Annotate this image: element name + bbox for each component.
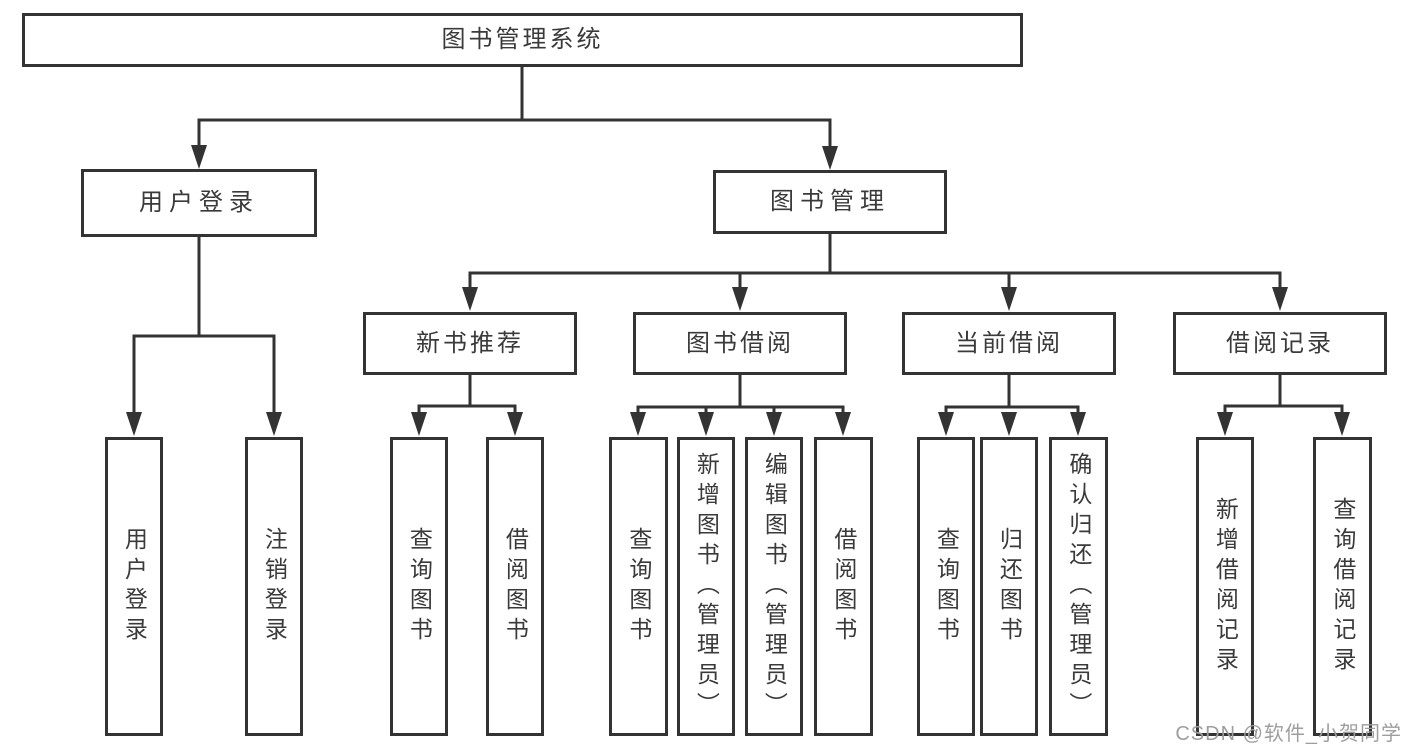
leaf-current-return-books: 归还图书 — [980, 437, 1038, 736]
leaf-borrowing-add-books-admin: 新增图书（管理员） — [677, 437, 735, 736]
leaf-recommend-borrow-books: 借阅图书 — [486, 437, 544, 736]
arrow-down-icon — [630, 412, 646, 436]
leaf-recommend-query-books: 查询图书 — [390, 437, 448, 736]
node-borrow-records: 借阅记录 — [1173, 312, 1387, 375]
node-book-management-branch: 图书管理 — [713, 170, 947, 234]
node-user-login-branch: 用户登录 — [81, 169, 317, 237]
arrow-down-icon — [732, 287, 748, 311]
arrow-down-icon — [1001, 287, 1017, 311]
arrow-down-icon — [266, 412, 282, 436]
arrow-down-icon — [1334, 412, 1350, 436]
arrow-down-icon — [1001, 412, 1017, 436]
leaf-records-add-record: 新增借阅记录 — [1196, 437, 1254, 736]
leaf-borrowing-edit-books-admin: 编辑图书（管理员） — [745, 437, 803, 736]
node-current-borrowing: 当前借阅 — [902, 312, 1116, 375]
arrow-down-icon — [766, 412, 782, 436]
arrowheads-group — [126, 145, 1350, 436]
leaf-borrowing-query-books: 查询图书 — [609, 437, 668, 736]
arrow-down-icon — [698, 412, 714, 436]
arrow-down-icon — [1272, 287, 1288, 311]
arrow-down-icon — [835, 412, 851, 436]
leaf-current-query-books: 查询图书 — [917, 437, 975, 736]
arrow-down-icon — [1070, 412, 1086, 436]
leaf-logout: 注销登录 — [245, 437, 303, 736]
leaf-user-login: 用户登录 — [105, 437, 163, 736]
arrow-down-icon — [507, 412, 523, 436]
node-root-system: 图书管理系统 — [22, 13, 1023, 67]
leaf-records-query-record: 查询借阅记录 — [1313, 437, 1372, 736]
leaf-current-confirm-return-admin: 确认归还（管理员） — [1049, 437, 1108, 736]
arrow-down-icon — [462, 287, 478, 311]
arrow-down-icon — [411, 412, 427, 436]
arrow-down-icon — [822, 146, 838, 170]
leaf-borrowing-borrow-books: 借阅图书 — [814, 437, 873, 736]
arrow-down-icon — [938, 412, 954, 436]
arrow-down-icon — [1217, 412, 1233, 436]
csdn-watermark: CSDN @软件_小贺同学 — [1175, 723, 1402, 745]
node-book-borrowing: 图书借阅 — [633, 312, 847, 375]
arrow-down-icon — [191, 145, 207, 169]
arrow-down-icon — [126, 412, 142, 436]
node-new-book-recommend: 新书推荐 — [363, 312, 577, 375]
